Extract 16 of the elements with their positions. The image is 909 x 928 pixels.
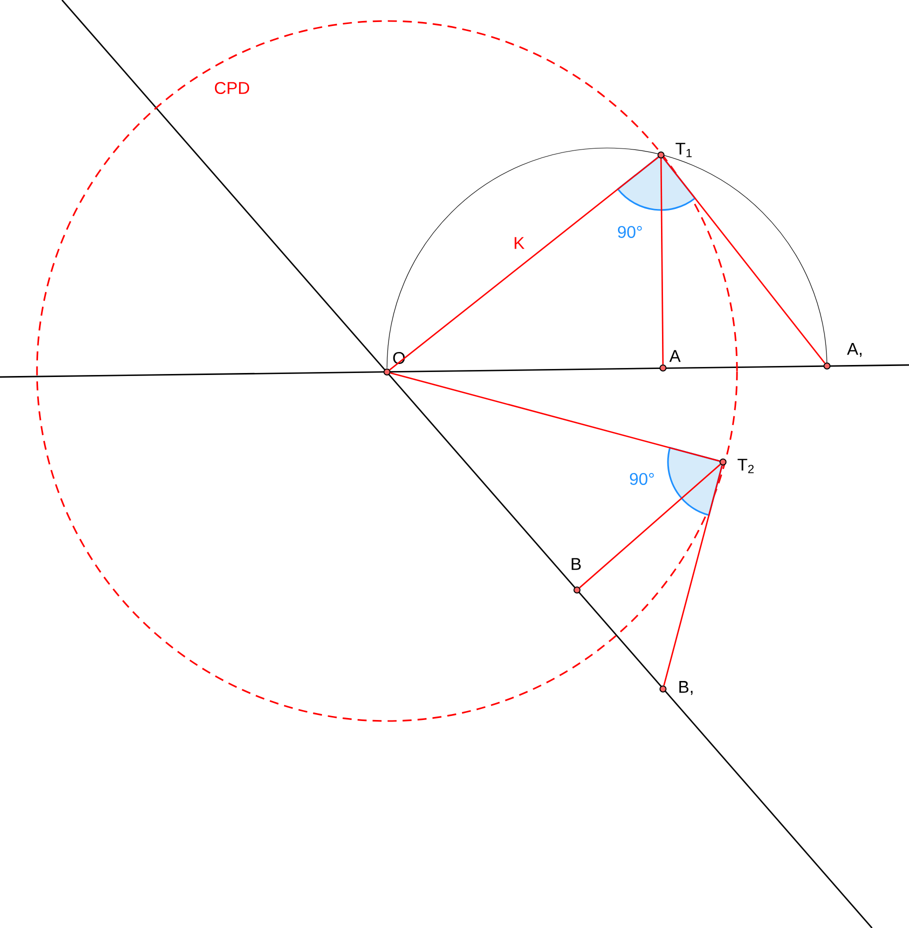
point-label: B, — [679, 681, 692, 695]
segment — [663, 465, 723, 686]
point-label: A, — [847, 343, 862, 357]
point-label: A — [669, 350, 681, 362]
angle-label: 90° — [618, 226, 642, 238]
segment-label: K — [514, 237, 524, 249]
circle-label: CPD — [214, 82, 250, 94]
segment — [390, 372, 720, 462]
segment — [579, 464, 721, 588]
segment — [389, 156, 659, 370]
point-label: T$_{1}$ — [676, 142, 692, 158]
point-label: B — [572, 558, 581, 570]
angle-label: 90° — [630, 472, 654, 486]
segment — [662, 157, 826, 364]
segment — [660, 158, 664, 364]
point-label: T$_{2}$ — [738, 458, 754, 474]
